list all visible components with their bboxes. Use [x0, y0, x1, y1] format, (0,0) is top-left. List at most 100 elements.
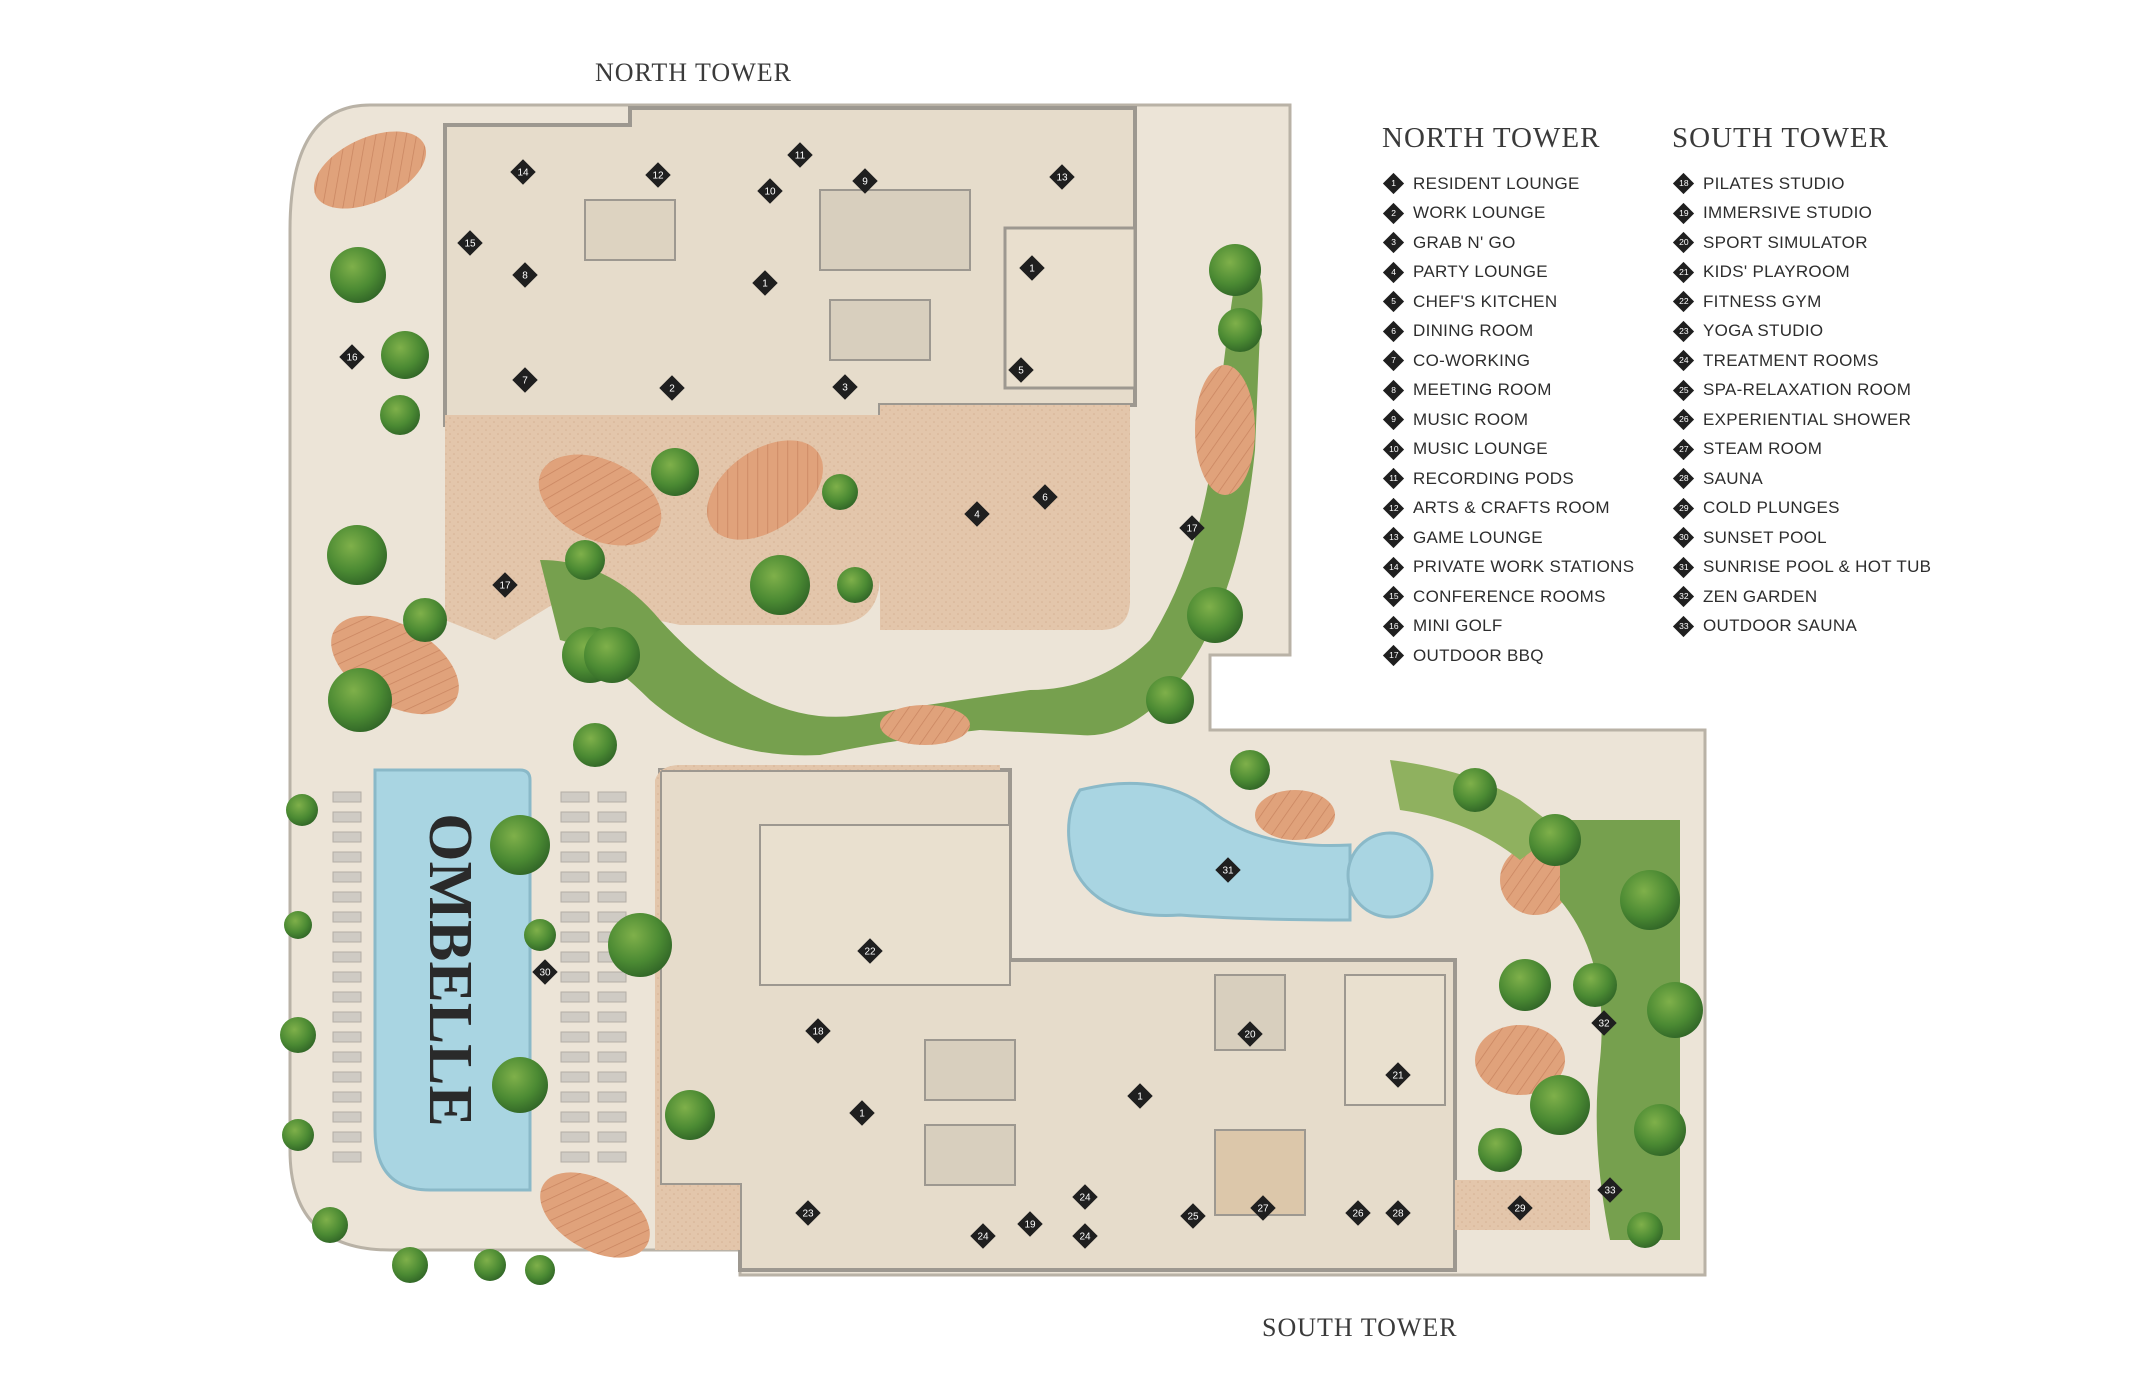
lounge-chair-icon [560, 791, 590, 803]
legend-label: ARTS & CRAFTS ROOM [1413, 498, 1610, 518]
legend-number: 13 [1388, 532, 1399, 543]
legend-label: WORK LOUNGE [1413, 203, 1546, 223]
legend-number: 18 [1678, 178, 1689, 189]
marker-number: 17 [499, 581, 511, 592]
marker-number: 20 [1244, 1030, 1256, 1041]
marker-number: 23 [802, 1209, 814, 1220]
legend-item: 18 PILATES STUDIO [1672, 169, 1931, 199]
legend-label: COLD PLUNGES [1703, 498, 1840, 518]
marker-number: 13 [1056, 173, 1068, 184]
legend-label: RESIDENT LOUNGE [1413, 173, 1580, 193]
marker-number: 33 [1604, 1186, 1616, 1197]
legend-number: 5 [1391, 296, 1396, 307]
tree-icon [565, 540, 605, 580]
number-badge-icon: 32 [1672, 586, 1695, 608]
legend-label: CHEF'S KITCHEN [1413, 291, 1558, 311]
tree-icon [1627, 1212, 1663, 1248]
legend-item: 29 COLD PLUNGES [1672, 494, 1931, 524]
legend-number: 27 [1678, 444, 1689, 454]
legend-label: RECORDING PODS [1413, 468, 1574, 488]
marker-diamond-icon [852, 168, 878, 194]
legend-number: 10 [1388, 444, 1399, 454]
marker-diamond-icon [492, 572, 518, 598]
legend-label: ZEN GARDEN [1703, 586, 1818, 606]
marker-diamond-icon [532, 959, 558, 985]
legend-label: PILATES STUDIO [1703, 173, 1845, 193]
lounge-chair-icon [332, 991, 362, 1003]
number-badge-icon: 25 [1672, 379, 1695, 401]
tree-icon [584, 627, 640, 683]
tree-icon [1573, 963, 1617, 1007]
tree-icon [1620, 870, 1680, 930]
tree-icon [1530, 1075, 1590, 1135]
tree-icon [651, 448, 699, 496]
tree-icon [474, 1249, 506, 1281]
lounge-chair-icon [332, 911, 362, 923]
tree-icon [1634, 1104, 1686, 1156]
tree-icon [608, 913, 672, 977]
legend-label: SUNSET POOL [1703, 527, 1827, 547]
legend-number: 32 [1678, 591, 1689, 602]
legend-label: SPA-RELAXATION ROOM [1703, 380, 1912, 400]
lounge-chair-icon [597, 1091, 627, 1103]
lounge-chair-icon [560, 931, 590, 943]
number-badge-icon: 28 [1672, 468, 1695, 490]
tree-icon [282, 1119, 314, 1151]
tree-icon [328, 668, 392, 732]
number-badge-icon: 21 [1672, 261, 1695, 283]
marker-number: 28 [1392, 1209, 1404, 1220]
number-badge-icon: 15 [1382, 586, 1405, 608]
marker-diamond-icon [832, 374, 858, 400]
legend-number: 31 [1678, 562, 1689, 572]
tree-icon [490, 815, 550, 875]
south-tower-building [658, 768, 1457, 1272]
marker-number: 6 [1042, 493, 1048, 504]
legend-label: OUTDOOR BBQ [1413, 645, 1544, 665]
lounge-chair-icon [332, 1031, 362, 1043]
legend-number: 2 [1391, 207, 1396, 218]
map-marker-1: 1 [752, 270, 778, 296]
north-tower-building [443, 106, 1137, 427]
map-marker-22: 22 [857, 938, 883, 964]
marker-number: 4 [974, 510, 980, 521]
marker-diamond-icon [512, 262, 538, 288]
marker-number: 21 [1392, 1071, 1404, 1082]
marker-diamond-icon [659, 375, 685, 401]
lounge-chair-icon [332, 891, 362, 903]
lounge-chair-icon [560, 951, 590, 963]
marker-number: 17 [1186, 524, 1198, 535]
number-badge-icon: 2 [1382, 202, 1405, 224]
marker-number: 24 [1079, 1193, 1091, 1204]
legend-label: MUSIC LOUNGE [1413, 439, 1548, 459]
number-badge-icon: 12 [1382, 497, 1405, 519]
tree-icon [330, 247, 386, 303]
number-badge-icon: 22 [1672, 291, 1695, 313]
marker-number: 2 [669, 384, 675, 395]
number-badge-icon: 6 [1382, 320, 1405, 342]
marker-diamond-icon [339, 344, 365, 370]
legend-label: OUTDOOR SAUNA [1703, 616, 1858, 636]
marker-number: 3 [842, 383, 848, 394]
marker-number: 19 [1024, 1220, 1036, 1231]
tree-icon [284, 911, 312, 939]
number-badge-icon: 29 [1672, 497, 1695, 519]
lounge-chair-icon [560, 1051, 590, 1063]
legend-label: FITNESS GYM [1703, 291, 1822, 311]
marker-diamond-icon [787, 142, 813, 168]
number-badge-icon: 4 [1382, 261, 1405, 283]
tree-icon [822, 474, 858, 510]
number-badge-icon: 16 [1382, 615, 1405, 637]
tree-icon [327, 525, 387, 585]
